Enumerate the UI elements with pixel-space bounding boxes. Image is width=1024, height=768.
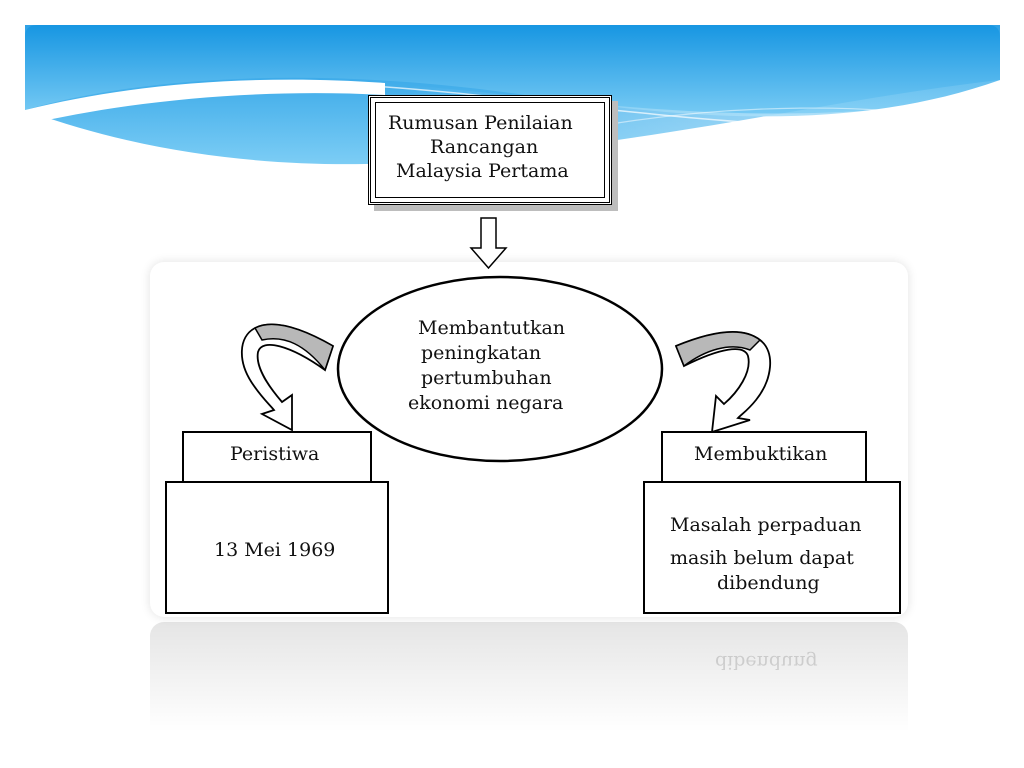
title-line-3: Malaysia Pertama	[396, 160, 569, 182]
center-ellipse	[336, 275, 664, 463]
diagram-reflection: dibendung	[150, 622, 908, 732]
right-body-line-2: masih belum dapat	[670, 547, 854, 569]
center-line-1: Membantutkan	[418, 317, 566, 339]
title-line-2: Rancangan	[430, 136, 539, 158]
left-body-box	[165, 481, 389, 614]
title-box	[368, 95, 612, 205]
center-line-2: peningkatan	[421, 342, 542, 364]
left-body-text: 13 Mei 1969	[214, 539, 336, 561]
right-body-box	[643, 481, 901, 614]
left-curved-arrow-icon	[240, 323, 335, 432]
header-banner	[25, 25, 1000, 191]
right-header-label: Membuktikan	[694, 443, 828, 465]
title-line-1: Rumusan Penilaian	[388, 112, 573, 134]
left-header-box	[182, 431, 372, 483]
right-body-line-1: Masalah perpaduan	[670, 514, 862, 536]
left-header-label: Peristiwa	[230, 443, 320, 465]
center-line-4: ekonomi negara	[408, 392, 564, 414]
center-line-3: pertumbuhan	[421, 367, 552, 389]
down-arrow-icon	[469, 217, 508, 270]
right-curved-arrow-icon	[674, 331, 772, 434]
right-body-line-3: dibendung	[717, 572, 820, 594]
